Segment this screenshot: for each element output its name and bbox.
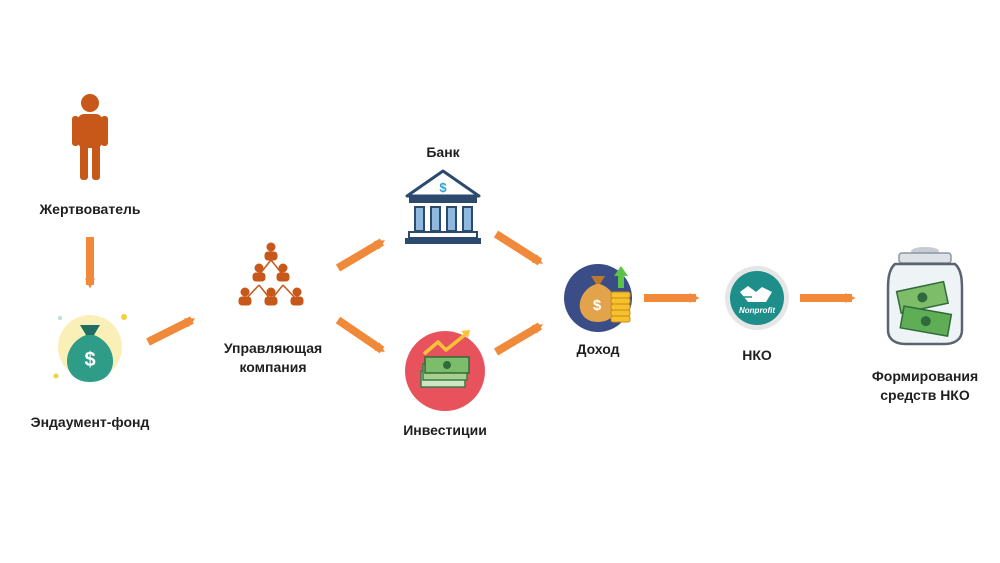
arrow-management-to-investments bbox=[335, 316, 385, 354]
org-hierarchy-icon bbox=[238, 242, 304, 306]
person-icon bbox=[72, 94, 108, 180]
endowment-dollar-sign: $ bbox=[84, 349, 95, 371]
cash-growth-icon bbox=[405, 330, 485, 411]
arrow-bank-to-income bbox=[493, 230, 543, 266]
management-label: Управляющая компания bbox=[224, 339, 322, 377]
bank-dollar-sign: $ bbox=[439, 180, 447, 195]
arrow-investments-to-income bbox=[493, 322, 544, 356]
funding-label: Формирования средств НКО bbox=[872, 367, 978, 405]
income-dollar-sign: $ bbox=[593, 297, 602, 314]
money-jar-icon bbox=[886, 247, 964, 346]
nko-label: НКО bbox=[742, 347, 772, 363]
donor-label: Жертвователь bbox=[39, 201, 141, 217]
money-bag-icon: $ bbox=[53, 314, 127, 382]
money-bag-coins-icon: $ bbox=[564, 264, 632, 332]
bank-building-icon: $ bbox=[405, 169, 481, 244]
arrow-endowment-to-management bbox=[146, 316, 196, 346]
bank-label: Банк bbox=[426, 144, 460, 160]
nonprofit-label: Nonprofit bbox=[739, 306, 775, 315]
investments-label: Инвестиции bbox=[403, 422, 487, 438]
endowment-label: Эндаумент-фонд bbox=[30, 414, 150, 430]
income-label: Доход bbox=[576, 341, 620, 357]
arrow-management-to-bank bbox=[335, 238, 386, 272]
management-label-line2: компания bbox=[239, 359, 307, 375]
funding-label-line1: Формирования bbox=[871, 368, 979, 384]
flow-arrows bbox=[85, 230, 856, 356]
nonprofit-handshake-icon: Nonprofit bbox=[725, 266, 789, 330]
management-label-line1: Управляющая bbox=[223, 340, 323, 356]
funding-label-line2: средств НКО bbox=[880, 387, 970, 403]
